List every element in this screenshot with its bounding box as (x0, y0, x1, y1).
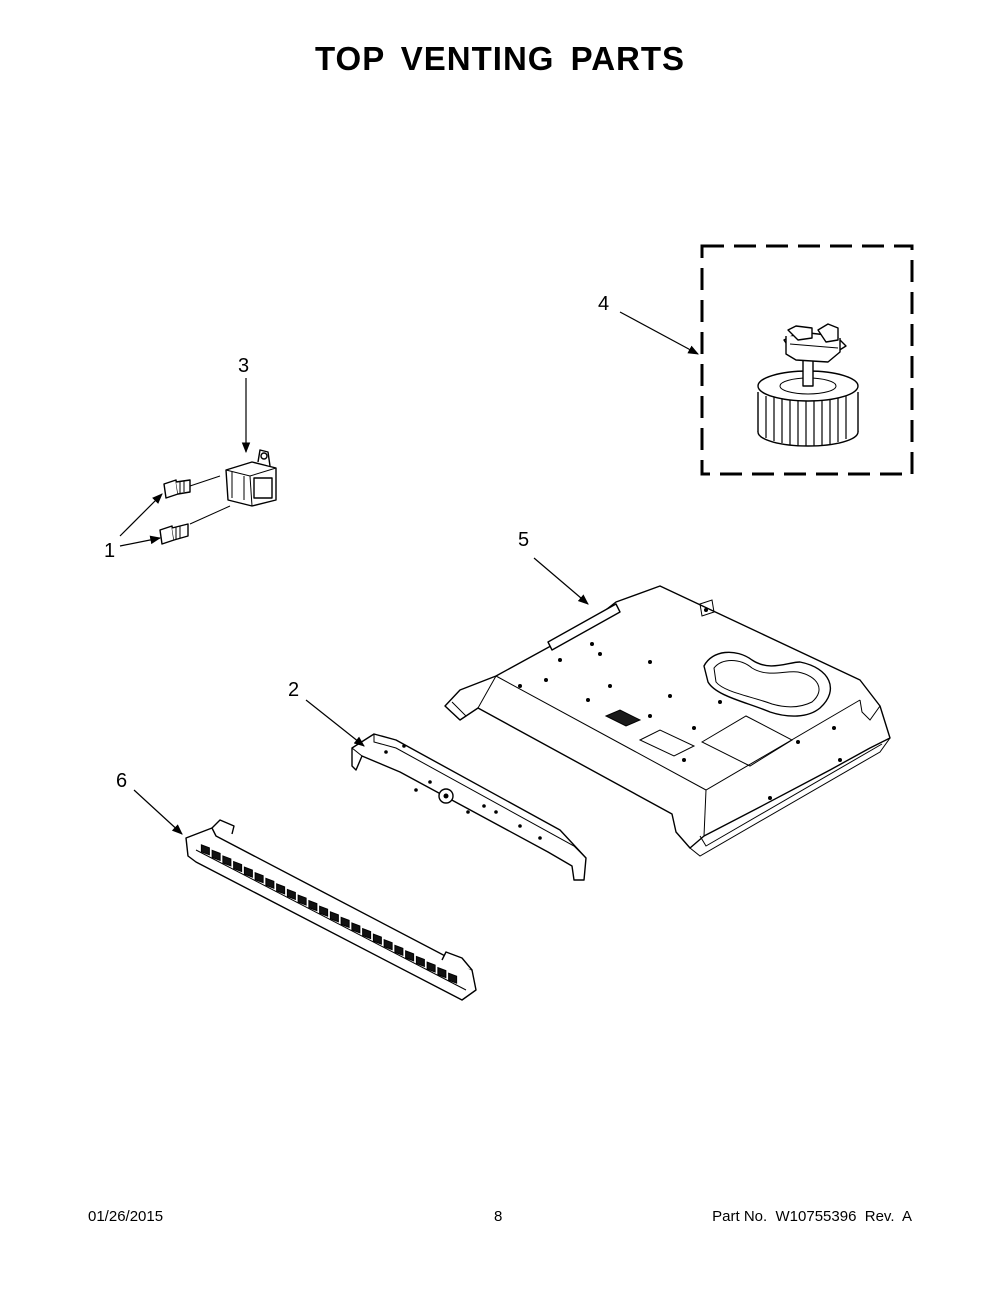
callout-5: 5 (518, 529, 529, 551)
grille-slot (319, 905, 329, 917)
grille-slot (437, 966, 447, 979)
footer-date: 01/26/2015 (88, 1208, 164, 1225)
grille-slot (405, 950, 415, 962)
grille-slot (362, 927, 372, 940)
grille-slot (286, 888, 296, 901)
callout-2: 2 (288, 679, 299, 701)
grille-slot (254, 871, 264, 884)
footer-page-number: 8 (494, 1208, 503, 1225)
grille-slot (276, 883, 286, 895)
part-5-top-panel[interactable] (444, 585, 891, 857)
part-4-blower-assembly[interactable] (700, 244, 914, 476)
grille-slot (222, 855, 232, 867)
part-2-baffle[interactable] (351, 733, 587, 881)
part-3-switch-assembly[interactable] (189, 449, 277, 525)
grille-slot (394, 944, 404, 957)
grille-slot (200, 844, 210, 856)
part-1-screws[interactable] (159, 479, 191, 545)
grille-slots (200, 844, 458, 984)
part-6-vent-grille[interactable] (185, 819, 477, 1001)
callout-1: 1 (104, 540, 115, 562)
grille-slot (297, 894, 307, 906)
footer-part-number: Part No. W10755396 Rev. A (712, 1208, 912, 1225)
grille-slot (329, 911, 339, 923)
grille-slot (211, 849, 221, 862)
grille-slot (265, 877, 275, 890)
grille-slot (233, 860, 243, 873)
page-title: TOP VENTING PARTS (314, 40, 686, 77)
callout-3: 3 (238, 355, 249, 377)
grille-slot (372, 933, 382, 945)
callout-6: 6 (116, 770, 127, 792)
grille-slot (448, 972, 458, 984)
grille-slot (351, 922, 361, 934)
grille-slot (426, 961, 436, 973)
grille-slot (415, 955, 425, 968)
grille-slot (308, 899, 318, 912)
grille-slot (340, 916, 350, 929)
callout-arrows (119, 311, 699, 835)
callout-4: 4 (598, 293, 609, 315)
grille-slot (243, 866, 253, 878)
grille-slot (383, 938, 393, 951)
